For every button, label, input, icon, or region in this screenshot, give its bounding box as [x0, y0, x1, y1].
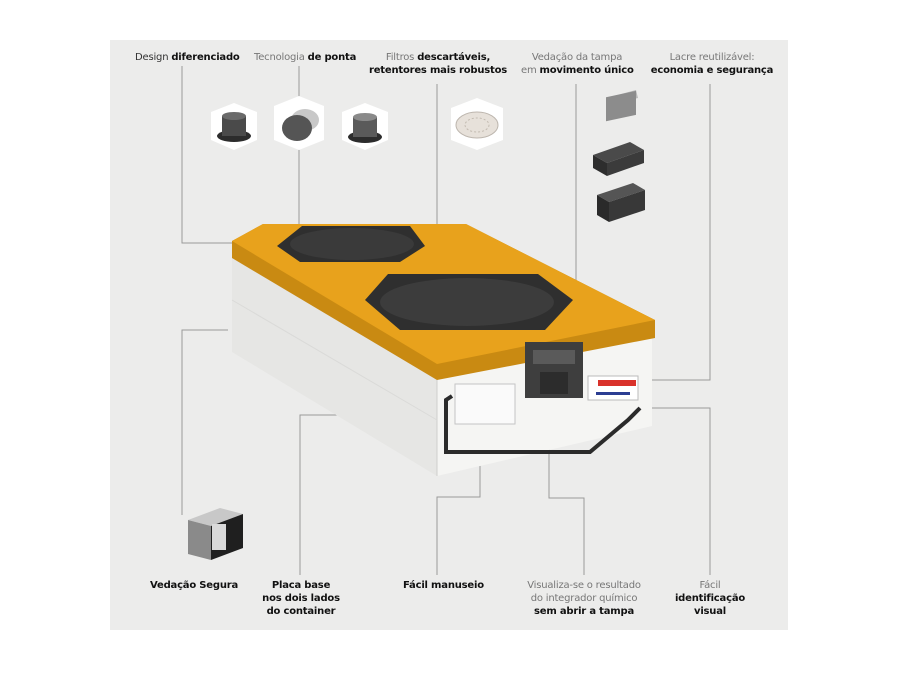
label-vedacao-tampa: Vedação da tampa em movimento único: [521, 52, 634, 76]
seal-parts-illustration: [593, 90, 645, 222]
tech-part-icon-3: [342, 103, 388, 150]
label-filtros: Filtros descartáveis, retentores mais ro…: [368, 52, 508, 76]
label-tecnologia: Tecnologia de ponta: [254, 52, 357, 63]
label-visualiza: Visualiza-se o resultado do integrador q…: [527, 580, 641, 617]
identification-seal: [587, 375, 639, 401]
leader-lacre: [640, 84, 711, 381]
tech-part-icon-2: [274, 96, 324, 150]
front-latch: [525, 342, 583, 398]
label-lacre: Lacre reutilizável: economia e segurança: [650, 52, 774, 76]
safe-seal-icon: [188, 508, 243, 560]
leader-design: [181, 66, 245, 244]
label-placa-base: Placa base nos dois lados do container: [262, 580, 340, 617]
label-identificacao: Fácil identificação visual: [674, 580, 746, 617]
filter-disc-icon: [451, 98, 503, 150]
container-lid: [232, 224, 655, 380]
label-design-diferenciado: Design diferenciado: [135, 52, 240, 63]
leader-vedacao-segura: [181, 329, 228, 515]
tech-part-icon-1: [211, 103, 257, 150]
label-vedacao-segura: Vedação Segura: [150, 580, 239, 591]
leader-facil-manuseio: [436, 458, 481, 575]
side-handle: [444, 383, 642, 454]
label-facil-manuseio: Fácil manuseio: [403, 580, 484, 591]
leader-identificacao: [648, 407, 711, 575]
